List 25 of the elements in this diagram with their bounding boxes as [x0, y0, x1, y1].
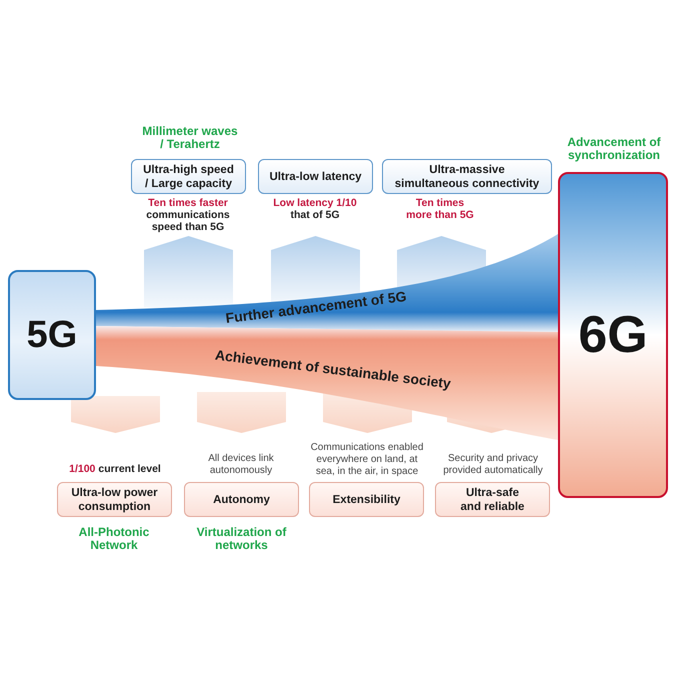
description-text: Communications enabled everywhere on land, at sea, in the air, in space [310, 442, 424, 478]
description-text: Security and privacy provided automatically [442, 453, 544, 477]
target-note: that of 5G [290, 210, 340, 222]
technology-label: Virtualization of networks [196, 526, 288, 552]
target-note: 1/100 [69, 464, 96, 476]
description-text: All devices link autonomously [207, 453, 275, 477]
feature-box: Ultra-massive simultaneous connectivity [382, 159, 552, 194]
band-label: Achievement of sustainable society [214, 346, 452, 392]
band-label: Further advancement of 5G [224, 288, 408, 326]
generation-box: 6G [558, 172, 668, 498]
feature-box: Ultra-high speed / Large capacity [131, 159, 246, 194]
generation-box: 5G [8, 270, 96, 400]
target-note: Ten times faster [148, 198, 228, 210]
target-note: communications speed than 5G [145, 210, 231, 233]
feature-box: Ultra-low latency [258, 159, 373, 194]
feature-box: Extensibility [309, 482, 424, 517]
technology-label: Advancement of synchronization [566, 136, 662, 162]
target-note: Low latency 1/10 [273, 198, 357, 210]
target-note: Ten times more than 5G [405, 198, 475, 221]
feature-box: Ultra-safe and reliable [435, 482, 550, 517]
technology-label: Millimeter waves / Terahertz [141, 125, 239, 151]
target-note: current level [98, 464, 161, 476]
feature-box: Autonomy [184, 482, 299, 517]
technology-label: All-Photonic Network [78, 526, 150, 552]
feature-box: Ultra-low power consumption [57, 482, 172, 517]
